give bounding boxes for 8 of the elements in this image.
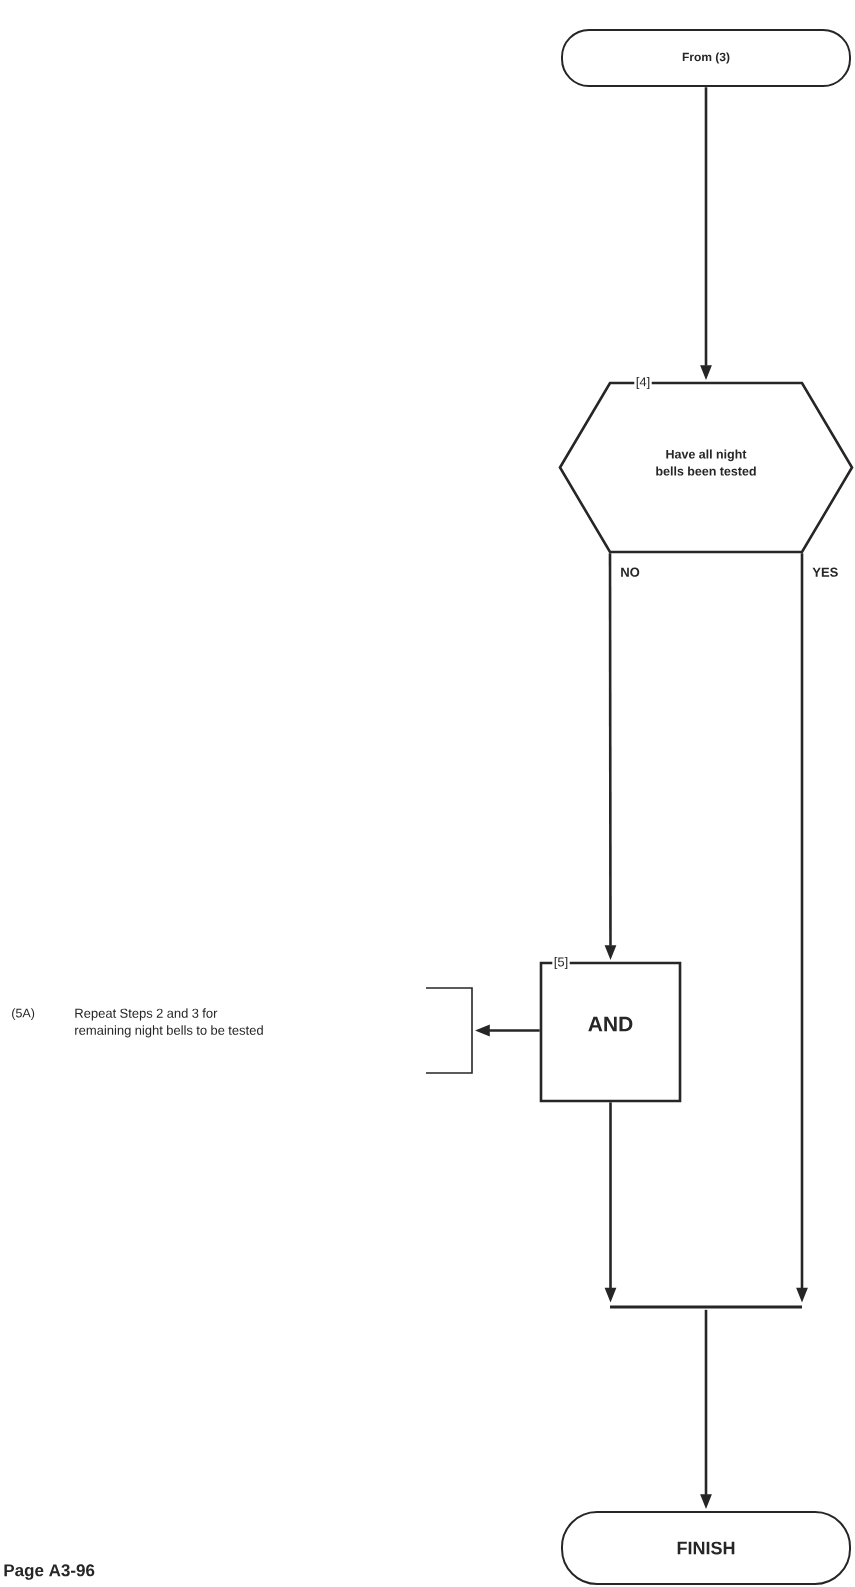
page-number: Page A3-96 xyxy=(4,1564,95,1580)
callout-number: (5A) xyxy=(12,1008,35,1020)
step-number: [5] xyxy=(552,955,570,971)
note-text: Repeat Steps 2 and 3 for remaining night bells to be tested xyxy=(75,1008,263,1038)
edge-label: YES xyxy=(812,567,838,577)
edge-label: NO xyxy=(621,567,640,577)
merge-bar xyxy=(610,1305,802,1309)
step-number: [4] xyxy=(634,375,652,391)
